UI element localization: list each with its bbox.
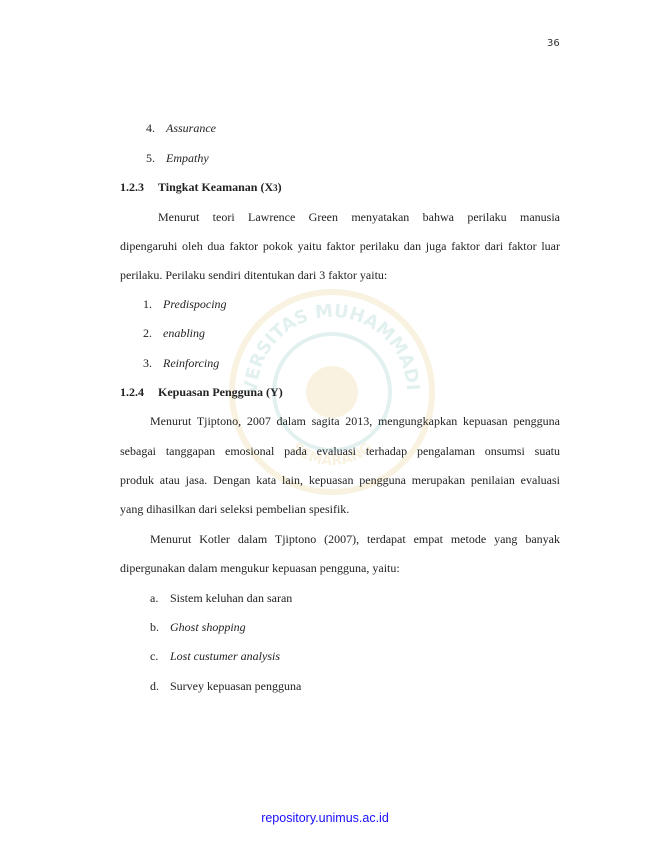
list-item-text: Reinforcing <box>163 356 220 370</box>
paragraph-line: perilaku. Perilaku sendiri ditentukan da… <box>120 268 388 282</box>
paragraph-line: dipergunakan dalam mengukur kepuasan pen… <box>120 561 400 575</box>
list-item: c. Lost custumer analysis <box>150 649 280 664</box>
list-item-text: Assurance <box>166 121 216 135</box>
section-number: 1.2.4 <box>120 385 144 399</box>
paragraph-line: Menurut teori Lawrence Green menyatakan … <box>158 210 560 224</box>
list-item-number: a. <box>150 591 159 605</box>
list-item-text: Predispocing <box>163 297 227 311</box>
list-item: d. Survey kepuasan pengguna <box>150 679 301 694</box>
list-item-text: Sistem keluhan dan saran <box>170 591 293 605</box>
paragraph-line: Menurut Kotler dalam Tjiptono (2007), te… <box>150 532 560 546</box>
list-item-number: 1. <box>143 297 152 311</box>
list-item-text: Survey kepuasan pengguna <box>170 679 302 693</box>
paragraph-line: Menurut Tjiptono, 2007 dalam sagita 2013… <box>150 414 560 428</box>
section-heading: 1.2.3 Tingkat Keamanan (X3) <box>120 180 282 195</box>
section-number: 1.2.3 <box>120 180 144 194</box>
list-item: 4. Assurance <box>146 121 216 136</box>
list-item-number: d. <box>150 679 159 693</box>
list-item-text: Empathy <box>166 151 209 165</box>
list-item: 2. enabling <box>143 326 205 341</box>
section-title-subscript: 3 <box>273 183 278 193</box>
list-item: 5. Empathy <box>146 151 209 166</box>
section-heading: 1.2.4 Kepuasan Pengguna (Y) <box>120 385 283 400</box>
list-item-number: 3. <box>143 356 152 370</box>
list-item-number: c. <box>150 649 159 663</box>
paragraph-line: produk atau jasa. Dengan kata lain, kepu… <box>120 473 560 487</box>
section-title-close: ) <box>277 180 282 194</box>
university-seal-watermark: UNIVERSITAS MUHAMMADIYAH SEMARANG <box>227 287 435 495</box>
paragraph-line: yang dihasilkan dari seleksi pembelian s… <box>120 502 350 516</box>
page-number: 36 <box>547 38 560 49</box>
section-title: Tingkat Keamanan (X <box>158 180 274 194</box>
list-item-number: 2. <box>143 326 152 340</box>
repository-link[interactable]: repository.unimus.ac.id <box>261 811 389 825</box>
paragraph-line: dipengaruhi oleh dua faktor pokok yaitu … <box>120 239 560 253</box>
list-item: 3. Reinforcing <box>143 356 219 371</box>
list-item-text: Lost custumer analysis <box>170 649 281 663</box>
list-item-number: b. <box>150 620 159 634</box>
paragraph-line: sebagai tanggapan emosional pada evaluas… <box>120 444 560 458</box>
list-item-number: 4. <box>146 121 155 135</box>
list-item: a. Sistem keluhan dan saran <box>150 591 292 606</box>
section-title: Kepuasan Pengguna (Y) <box>158 385 283 399</box>
list-item-text: Ghost shopping <box>170 620 246 634</box>
list-item: b. Ghost shopping <box>150 620 246 635</box>
list-item-number: 5. <box>146 151 155 165</box>
list-item-text: enabling <box>163 326 205 340</box>
list-item: 1. Predispocing <box>143 297 227 312</box>
